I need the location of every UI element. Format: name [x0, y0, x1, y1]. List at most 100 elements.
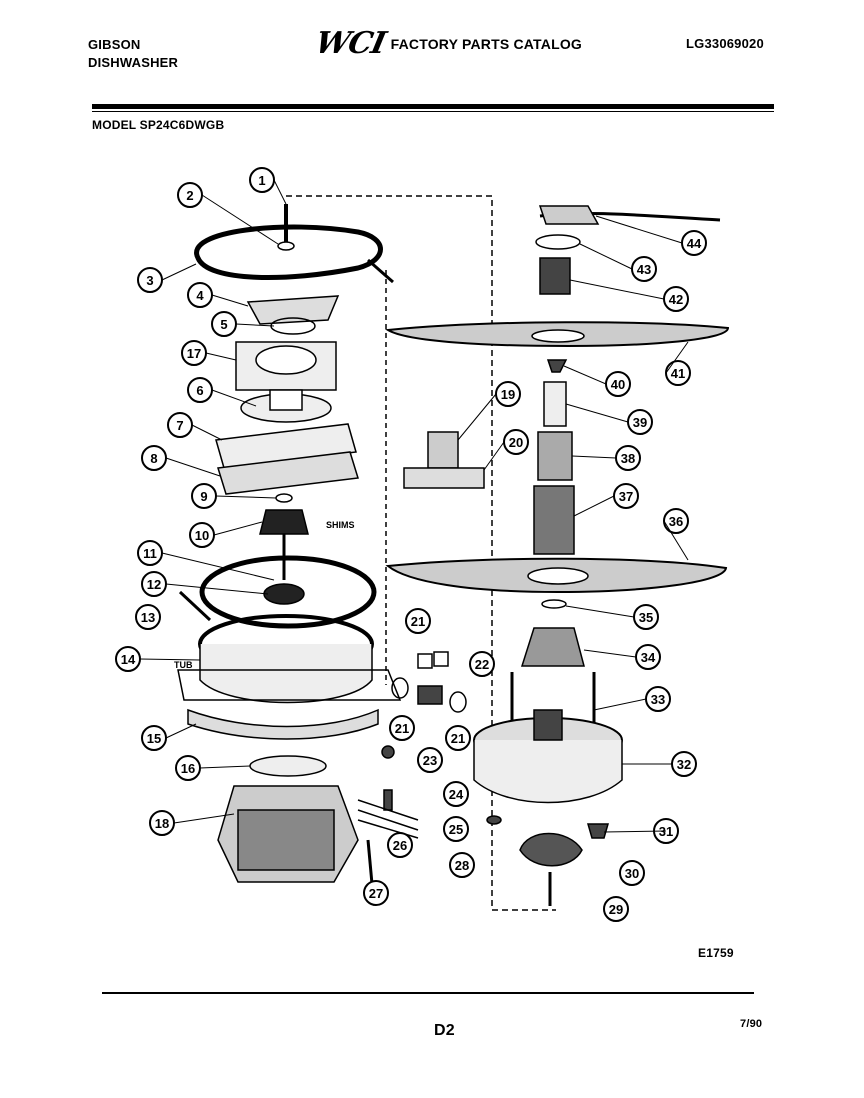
svg-text:23: 23	[423, 753, 437, 768]
callout-28: 28	[449, 852, 475, 878]
svg-text:39: 39	[633, 415, 647, 430]
callout-11: 11	[137, 540, 163, 566]
svg-text:26: 26	[393, 838, 407, 853]
callout-19: 19	[495, 381, 521, 407]
callout-27: 27	[363, 880, 389, 906]
svg-text:17: 17	[187, 346, 201, 361]
svg-text:43: 43	[637, 262, 651, 277]
part-nut	[381, 745, 395, 759]
callout-21b: 21	[389, 715, 415, 741]
svg-text:42: 42	[669, 292, 683, 307]
svg-text:25: 25	[449, 822, 463, 837]
part-gasket	[215, 423, 357, 469]
callout-6: 6	[187, 377, 213, 403]
svg-text:22: 22	[475, 657, 489, 672]
catalog-header: WCI FACTORY PARTS CATALOG	[312, 26, 582, 61]
tub-label: TUB	[174, 660, 193, 670]
dashed-connector	[286, 195, 556, 911]
svg-text:24: 24	[449, 787, 464, 802]
part-seal	[275, 493, 293, 503]
callout-1: 1	[249, 167, 275, 193]
part-tower-lower	[533, 485, 575, 555]
diagram-id: E1759	[698, 946, 734, 960]
callout-21c: 21	[445, 725, 471, 751]
callout-12: 12	[141, 571, 167, 597]
svg-text:40: 40	[611, 377, 625, 392]
part-nozzle	[539, 257, 571, 295]
leader-lines	[139, 179, 689, 833]
header-divider	[92, 104, 774, 109]
svg-text:21: 21	[411, 614, 425, 629]
callout-17: 17	[181, 340, 207, 366]
callout-38: 38	[615, 445, 641, 471]
svg-text:10: 10	[195, 528, 209, 543]
svg-text:14: 14	[121, 652, 136, 667]
part-ring	[535, 234, 581, 250]
page-date: 7/90	[740, 1018, 763, 1030]
model-number: MODEL SP24C6DWGB	[92, 118, 225, 132]
svg-text:38: 38	[621, 451, 635, 466]
page-number: D2	[434, 1022, 455, 1039]
svg-text:16: 16	[181, 761, 195, 776]
svg-text:1: 1	[258, 173, 265, 188]
callout-33: 33	[645, 686, 671, 712]
part-terminal	[367, 258, 394, 284]
callout-30: 30	[619, 860, 645, 886]
callout-37: 37	[613, 483, 639, 509]
callouts: 1 2 3 4 5 17 6 7 8 9 10 11 12 13 14 15 1…	[115, 167, 707, 922]
callout-44: 44	[681, 230, 707, 256]
svg-text:8: 8	[150, 451, 157, 466]
callout-42: 42	[663, 286, 689, 312]
callout-26: 26	[387, 832, 413, 858]
part-grommet	[587, 823, 609, 839]
callout-21a: 21	[405, 608, 431, 634]
callout-2: 2	[177, 182, 203, 208]
footer-divider	[102, 992, 754, 994]
callout-40: 40	[605, 371, 631, 397]
svg-text:6: 6	[196, 383, 203, 398]
svg-text:41: 41	[671, 366, 685, 381]
svg-text:7: 7	[176, 418, 183, 433]
appliance-type: DISHWASHER	[88, 55, 179, 70]
part-chopper	[519, 832, 583, 867]
part-motor-plate	[249, 755, 327, 777]
callout-43: 43	[631, 256, 657, 282]
part-impeller	[259, 509, 309, 535]
svg-text:37: 37	[619, 489, 633, 504]
svg-text:13: 13	[141, 610, 155, 625]
part-washer-35	[541, 599, 567, 609]
callout-15: 15	[141, 725, 167, 751]
callout-10: 10	[189, 522, 215, 548]
part-washer-28	[486, 815, 502, 825]
part-heating-element	[194, 224, 383, 280]
svg-text:3: 3	[146, 273, 153, 288]
callout-18: 18	[149, 810, 175, 836]
part-clip	[546, 359, 568, 373]
svg-text:11: 11	[143, 546, 157, 561]
callout-41: 41	[665, 360, 691, 386]
callout-8: 8	[141, 445, 167, 471]
brand-name: GIBSON	[88, 37, 141, 52]
part-cover	[246, 295, 340, 325]
callout-24: 24	[443, 781, 469, 807]
callout-7: 7	[167, 412, 193, 438]
brand-block: GIBSON DISHWASHER	[88, 36, 178, 72]
callout-22: 22	[469, 651, 495, 677]
part-screw-13	[178, 590, 212, 622]
svg-text:35: 35	[639, 610, 653, 625]
callout-3: 3	[137, 267, 163, 293]
svg-text:44: 44	[687, 236, 702, 251]
header-divider-thin	[92, 111, 774, 112]
svg-text:27: 27	[369, 886, 383, 901]
callout-35: 35	[633, 604, 659, 630]
svg-text:15: 15	[147, 731, 161, 746]
catalog-title: FACTORY PARTS CATALOG	[390, 35, 582, 52]
callout-23: 23	[417, 747, 443, 773]
callout-5: 5	[211, 311, 237, 337]
callout-14: 14	[115, 646, 141, 672]
parts-drawing	[177, 195, 730, 911]
part-bracket	[187, 708, 379, 740]
svg-text:33: 33	[651, 692, 665, 707]
callout-39: 39	[627, 409, 653, 435]
shims-label: SHIMS	[326, 520, 355, 530]
